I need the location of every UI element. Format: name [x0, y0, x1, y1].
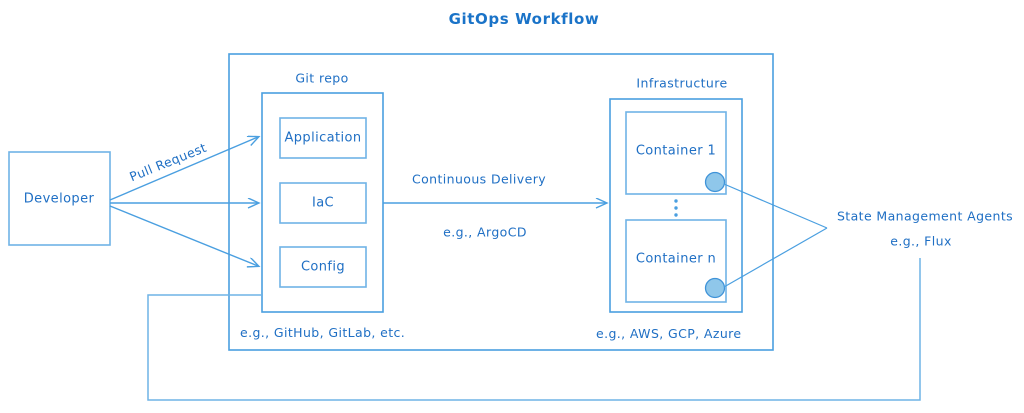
edge-agent-watch-container-n [723, 227, 828, 288]
git-repo-item-config-box[interactable] [279, 246, 367, 288]
git-repo-item-iac-box[interactable] [279, 182, 367, 224]
git-repo-note: e.g., GitHub, GitLab, etc. [240, 325, 406, 340]
container-1-box[interactable] [625, 111, 727, 195]
git-repo-item-config-label: Config [300, 259, 346, 275]
container-n-box[interactable] [625, 219, 727, 303]
git-repo-item-application-label: Application [284, 130, 362, 146]
infrastructure-box[interactable] [609, 98, 743, 313]
developer-label: Developer [23, 191, 95, 207]
container-n-label: Container n [635, 251, 717, 267]
diagram-title: GitOps Workflow [448, 10, 600, 28]
git-repo-group-label: Git repo [295, 70, 349, 86]
edge-agent-watch-container-1 [723, 183, 828, 229]
agent-dot-container-1 [704, 171, 726, 193]
edge-continuous-delivery-note: e.g., ArgoCD [443, 224, 527, 240]
system-boundary [228, 53, 774, 351]
infrastructure-note: e.g., AWS, GCP, Azure [596, 326, 742, 341]
git-repo-item-application-box[interactable] [279, 117, 367, 159]
developer-box[interactable] [8, 151, 111, 246]
edge-pull-request-top [109, 137, 258, 201]
container-1-label: Container 1 [635, 143, 717, 159]
agent-dot-container-n [704, 277, 726, 299]
git-repo-item-iac-label: IaC [311, 195, 335, 211]
infrastructure-group-label: Infrastructure [636, 75, 728, 91]
edge-pull-request-bottom [109, 205, 258, 266]
edge-feedback-loop [147, 258, 921, 401]
edge-continuous-delivery-label: Continuous Delivery [411, 171, 547, 187]
agents-label: State Management Agents [836, 208, 1014, 224]
agents-note: e.g., Flux [890, 233, 952, 249]
container-ellipsis-icon [674, 199, 678, 217]
